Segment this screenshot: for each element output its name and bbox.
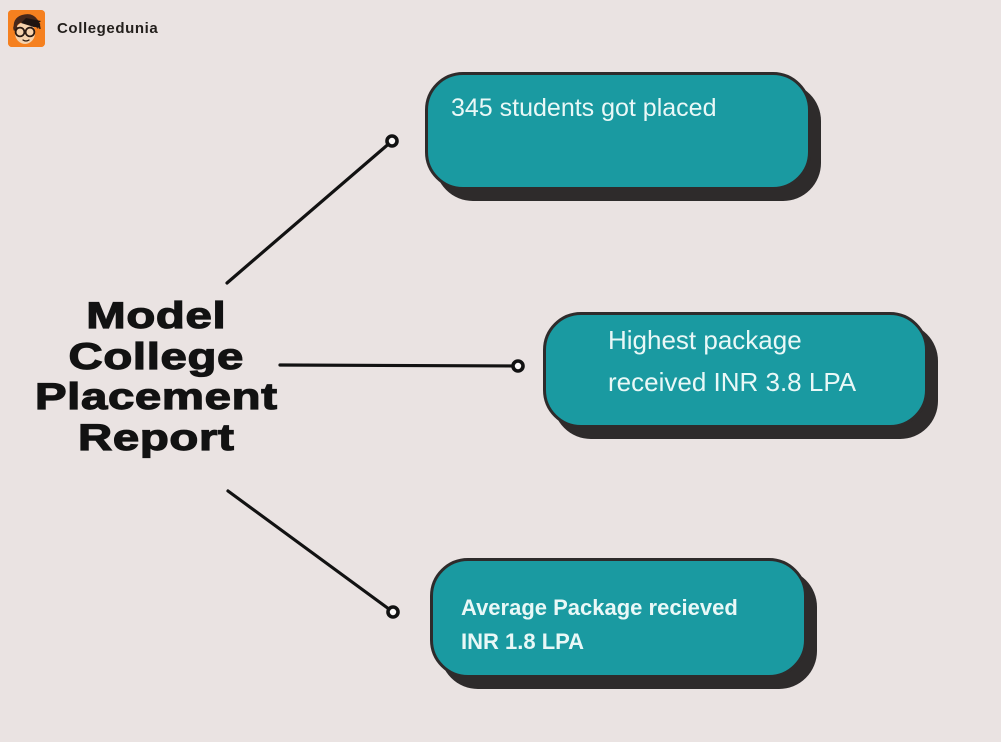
brand-header: Collegedunia — [8, 10, 158, 47]
info-card-text: 345 students got placed — [451, 94, 717, 122]
connector-dot-top — [385, 134, 399, 148]
brand-name: Collegedunia — [57, 20, 159, 37]
collegedunia-mascot-icon — [8, 10, 45, 47]
connector-dot-bottom — [386, 605, 400, 619]
connector-line-bottom — [226, 489, 395, 614]
page-title: Model College Placement Report — [0, 295, 356, 458]
title-line-3: Placement — [34, 376, 278, 417]
title-line-1: Model — [85, 295, 227, 336]
info-card-text-line-2: INR 1.8 LPA — [461, 629, 585, 654]
info-card-highest-package: Highest package received INR 3.8 LPA — [543, 312, 928, 428]
info-card-average-package: Average Package recieved INR 1.8 LPA — [430, 558, 807, 678]
title-line-4: Report — [77, 416, 235, 458]
connector-line-top — [225, 139, 394, 285]
info-card-text-line-1: Highest package — [608, 325, 802, 355]
title-line-2: College — [68, 335, 245, 377]
info-card-text-line-1: Average Package recieved — [461, 595, 738, 620]
info-card-students-placed: 345 students got placed — [425, 72, 811, 190]
connector-dot-middle — [511, 359, 525, 373]
info-card-text-line-2: received INR 3.8 LPA — [608, 367, 857, 397]
